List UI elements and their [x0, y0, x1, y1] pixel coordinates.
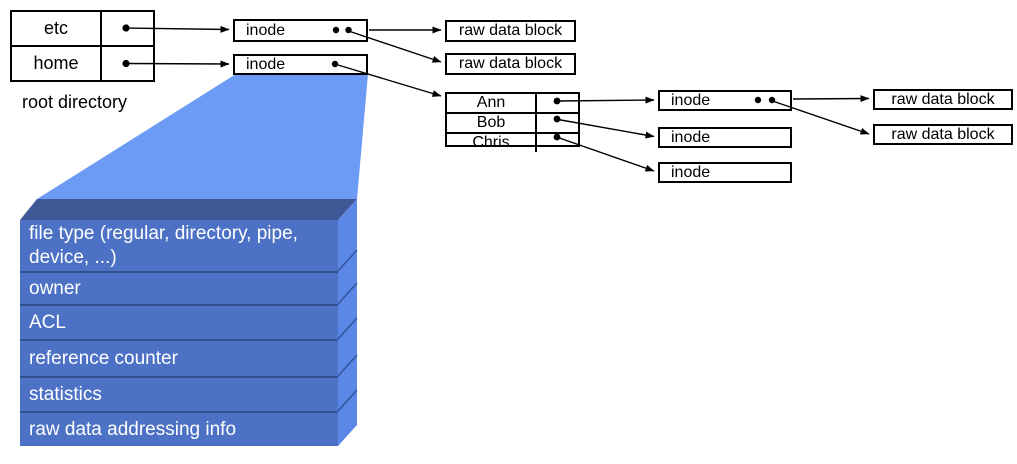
root-directory-table: etc home [10, 10, 155, 82]
inode-label: inode [246, 21, 286, 39]
inode-field-raw-data-addressing: raw data addressing info [20, 411, 338, 446]
inode-box-chris: inode [658, 162, 792, 183]
inode-label: inode [246, 55, 286, 73]
slab-side-face [338, 199, 357, 446]
inode-field-owner: owner [20, 271, 338, 304]
dir-row-chris: Chris [447, 132, 578, 152]
slab-top-face [20, 199, 357, 220]
raw-data-block-1: raw data block [445, 20, 576, 42]
inode-field-statistics: statistics [20, 376, 338, 411]
inode-field-acl: ACL [20, 304, 338, 339]
inode-box-home: inode [233, 54, 368, 75]
root-entry-etc: etc [12, 12, 102, 45]
magnifier-funnel-shape [37, 74, 368, 199]
raw-data-block-label: raw data block [891, 90, 995, 108]
raw-data-block-label: raw data block [458, 55, 563, 72]
home-directory-table: Ann Bob Chris [445, 92, 580, 152]
inode-box-bob: inode [658, 127, 792, 148]
ann-pointer-cell [537, 94, 578, 112]
dir-entry-bob: Bob [447, 114, 537, 132]
root-entry-home: home [12, 47, 102, 80]
bob-pointer-cell [537, 114, 578, 132]
inode-label: inode [671, 163, 711, 181]
root-etc-pointer-cell [102, 12, 153, 45]
root-home-pointer-cell [102, 47, 153, 80]
inode-field-file-type: file type (regular, directory, pipe, dev… [29, 223, 298, 268]
raw-data-block-label: raw data block [891, 125, 995, 143]
inode-structure-stack: file type (regular, directory, pipe, dev… [20, 220, 338, 446]
root-row-etc: etc [12, 12, 153, 45]
inode-label: inode [671, 91, 711, 109]
slab-side-ridges [337, 249, 358, 412]
dir-row-bob: Bob [447, 112, 578, 132]
dir-row-ann: Ann [447, 94, 578, 112]
root-directory-label: root directory [22, 92, 128, 112]
inode-box-ann: inode [658, 90, 792, 111]
raw-data-block-label: raw data block [458, 22, 563, 39]
dir-entry-chris: Chris [447, 134, 537, 152]
chris-pointer-cell [537, 134, 578, 152]
raw-data-block-4: raw data block [873, 124, 1013, 145]
raw-data-block-3: raw data block [873, 89, 1013, 110]
root-row-home: home [12, 45, 153, 80]
raw-data-block-2: raw data block [445, 53, 576, 75]
dir-entry-ann: Ann [447, 94, 537, 112]
inode-field-reference-counter: reference counter [20, 339, 338, 376]
inode-label: inode [671, 128, 711, 146]
inode-box-etc: inode [233, 19, 368, 42]
